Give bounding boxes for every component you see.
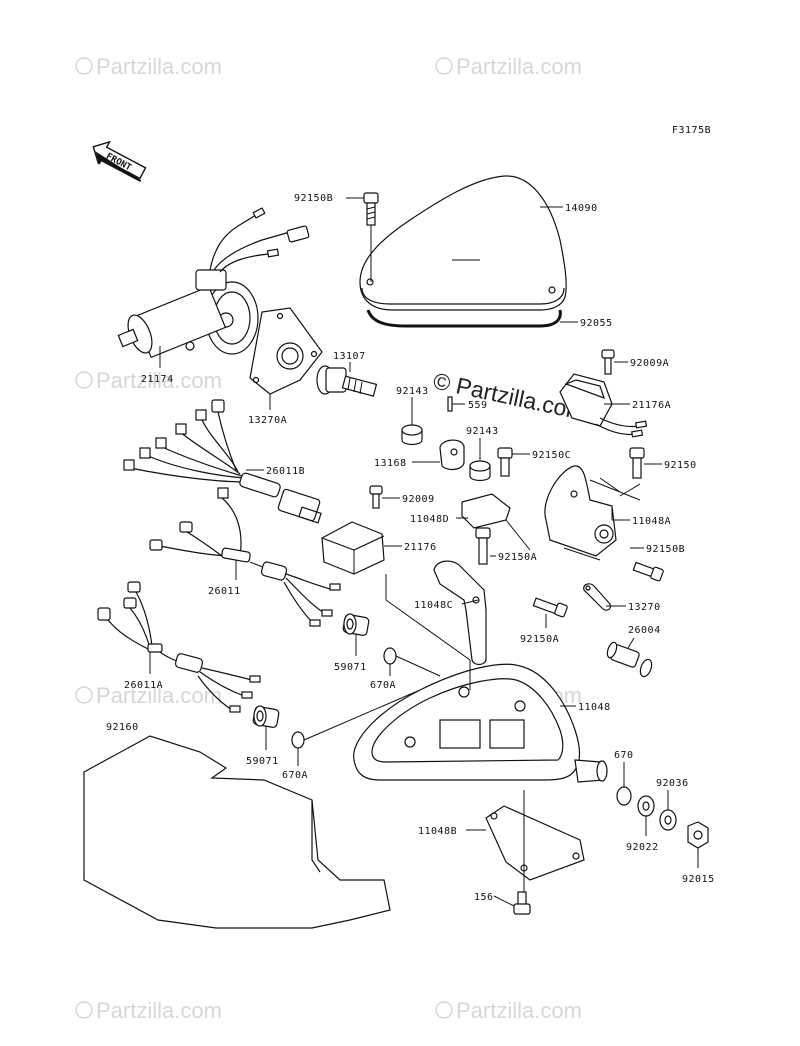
label-92015: 92015 — [682, 874, 715, 885]
label-13270a: 13270A — [248, 415, 287, 426]
label-11048d: 11048D — [410, 514, 449, 525]
label-92160: 92160 — [106, 722, 139, 733]
watermark: Partzilla.com — [75, 368, 222, 393]
label-59071: 59071 — [246, 756, 279, 767]
label-21176a: 21176A — [632, 400, 671, 411]
bracket-11048a-icon — [544, 465, 641, 557]
shaft-13107-icon — [316, 365, 378, 397]
lever-11048c-icon — [433, 560, 487, 666]
label-156: 156 — [474, 892, 494, 903]
label-13168: 13168 — [374, 458, 407, 469]
label-559: 559 — [468, 400, 488, 411]
label-92150b: 92150B — [646, 544, 685, 555]
label-13270: 13270 — [628, 602, 661, 613]
label-26011a: 26011A — [124, 680, 163, 691]
label-13107: 13107 — [333, 351, 366, 362]
watermark-text: Partzilla.com — [456, 54, 582, 79]
bolt-92150a-icon — [532, 597, 568, 618]
bolt-92150b-icon — [363, 192, 379, 226]
grommet-59071-icon — [252, 705, 280, 728]
leader-lines — [149, 197, 699, 907]
washer-92022-icon — [637, 795, 655, 817]
o-ring-670-icon — [616, 786, 632, 806]
washer-92036-icon — [659, 809, 677, 831]
label-92022: 92022 — [626, 842, 659, 853]
bushing-92143-icon — [469, 460, 491, 482]
label-92036: 92036 — [656, 778, 689, 789]
watermark: Partzilla.com — [75, 683, 222, 708]
bushing-92143-icon — [401, 424, 423, 446]
label-11048: 11048 — [578, 702, 611, 713]
label-670: 670 — [614, 750, 634, 761]
plate-13270a-icon — [249, 307, 323, 395]
label-26004: 26004 — [628, 625, 661, 636]
watermark: Partzilla.com — [435, 54, 582, 79]
label-92150a: 92150A — [498, 552, 537, 563]
bolt-92150-icon — [629, 447, 645, 479]
label-92150: 92150 — [664, 460, 697, 471]
watermark-text: Partzilla.com — [96, 368, 222, 393]
lever-13168-icon — [439, 439, 465, 471]
label-21176: 21176 — [404, 542, 437, 553]
label-21174: 21174 — [141, 374, 174, 385]
bolt-92150c-icon — [497, 447, 513, 477]
bracket-11048b-icon — [485, 805, 585, 881]
label-14090: 14090 — [565, 203, 598, 214]
label-92009a: 92009A — [630, 358, 669, 369]
harness-26011-icon — [149, 487, 341, 627]
label-11048a: 11048A — [632, 516, 671, 527]
motor-21174-icon — [117, 207, 310, 359]
label-670a: 670A — [370, 680, 396, 691]
label-92143: 92143 — [466, 426, 499, 437]
module-21176a-icon — [559, 373, 648, 438]
bolt-92150a-icon — [475, 527, 491, 565]
label-59071: 59071 — [334, 662, 367, 673]
rod-13270-icon — [583, 583, 611, 611]
screw-92009a-icon — [601, 349, 615, 375]
watermark-text: Partzilla.com — [456, 998, 582, 1023]
o-ring-670a-icon — [383, 647, 397, 665]
label-92009: 92009 — [402, 494, 435, 505]
screw-92009-icon — [369, 485, 383, 509]
front-arrow-icon: FRONT — [92, 140, 147, 183]
housing-11048-icon — [353, 663, 608, 783]
label-92150b: 92150B — [294, 193, 333, 204]
o-ring-670a-icon — [291, 731, 305, 749]
label-26011b: 26011B — [266, 466, 305, 477]
watermark-text: Partzilla.com — [96, 683, 222, 708]
label-11048b: 11048B — [418, 826, 457, 837]
harness-26011a-icon — [97, 581, 261, 713]
label-92150a: 92150A — [520, 634, 559, 645]
label-92143: 92143 — [396, 386, 429, 397]
bracket-11048d-icon — [461, 493, 511, 529]
watermark: Partzilla.com — [75, 998, 222, 1023]
watermark: Partzilla.com — [435, 998, 582, 1023]
bolt-156-icon — [513, 891, 531, 915]
pin-559-icon — [447, 396, 453, 412]
grommet-59071-icon — [342, 613, 370, 636]
label-670a: 670A — [282, 770, 308, 781]
cover-92160-icon — [83, 735, 391, 929]
fitting-26004-icon — [606, 641, 653, 678]
label-92150c: 92150C — [532, 450, 571, 461]
harness-26011b-icon — [123, 399, 322, 524]
watermark-text: Partzilla.com — [96, 54, 222, 79]
figure-code: F3175B — [672, 125, 711, 136]
label-26011: 26011 — [208, 586, 241, 597]
watermark-text: Partzilla.com — [96, 998, 222, 1023]
label-92055: 92055 — [580, 318, 613, 329]
label-11048c: 11048C — [414, 600, 453, 611]
bolt-92150b-icon — [632, 561, 664, 582]
cover-14090-icon — [359, 175, 567, 311]
module-21176-icon — [321, 521, 385, 575]
part-labels: 92150B 14090 92055 21174 13270A 13107 92… — [106, 193, 715, 903]
nut-92015-icon — [687, 821, 709, 849]
gasket-92055-icon — [366, 309, 562, 328]
watermark: Partzilla.com — [75, 54, 222, 79]
